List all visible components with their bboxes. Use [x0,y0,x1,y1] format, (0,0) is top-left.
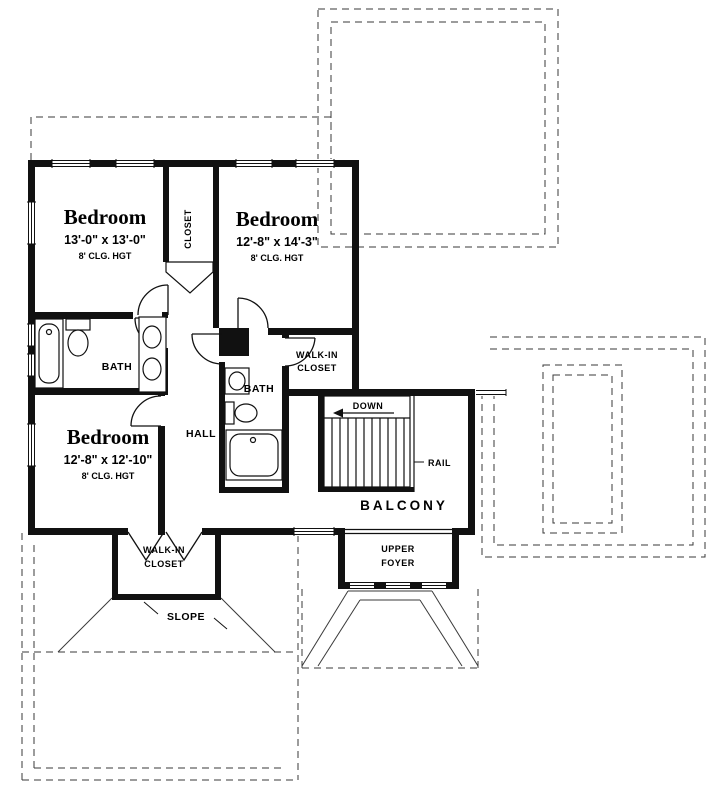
walk-in-lower-line1: WALK-IN [143,545,185,555]
labels: Bedroom 13'-0" x 13'-0" 8' CLG. HGT Bedr… [64,205,451,623]
walk-in-closet-door-right [165,531,203,562]
toilet-tank [65,318,91,331]
roof-outline-bottom-center [301,589,479,669]
toilet-bowl [234,403,258,423]
down-arrow [333,408,394,418]
bedroom3-ceiling: 8' CLG. HGT [82,471,135,481]
bedroom2-dims: 12'-8" x 14'-3" [236,235,318,249]
upper-foyer-line1: UPPER [381,544,415,554]
closet-label: CLOSET [183,209,193,249]
left-bath-fixtures [34,316,167,393]
upper-foyer-line2: FOYER [381,558,415,568]
roof-outline-right [481,336,706,558]
interior-walls [28,167,414,535]
railing [345,396,452,535]
bath-center-label: BATH [244,383,274,395]
stairs [323,395,411,488]
roof-outline-bottom-left [21,533,299,781]
toilet-tank [224,401,235,425]
center-bath-fixtures [224,367,283,481]
bedroom1-dims: 13'-0" x 13'-0" [64,233,146,247]
bath-left-label: BATH [102,361,132,373]
balcony-label: BALCONY [360,498,448,513]
bedroom1-ceiling: 8' CLG. HGT [79,251,132,261]
closet-bifold-door [165,261,214,294]
rail-label: RAIL [428,458,451,468]
hall-label: HALL [186,428,216,440]
slope-label: SLOPE [167,611,205,623]
roof-outline-top-left [30,116,332,160]
walk-in-closet-door-left [127,531,165,562]
slope-leaders [143,601,228,630]
windows [27,159,507,590]
bedroom1-name: Bedroom [64,205,147,229]
walk-in-right-line2: CLOSET [297,363,337,373]
bedroom3-name: Bedroom [67,425,150,449]
bedroom3-dims: 12'-8" x 12'-10" [64,453,153,467]
sink [142,357,162,381]
bedroom2-ceiling: 8' CLG. HGT [251,253,304,263]
bedroom2-name: Bedroom [236,207,319,231]
walk-in-right-line1: WALK-IN [296,350,338,360]
down-label: DOWN [353,401,384,411]
sink [228,371,246,391]
sink [142,325,162,349]
walk-in-lower-line2: CLOSET [144,559,184,569]
toilet-bowl [67,329,89,357]
